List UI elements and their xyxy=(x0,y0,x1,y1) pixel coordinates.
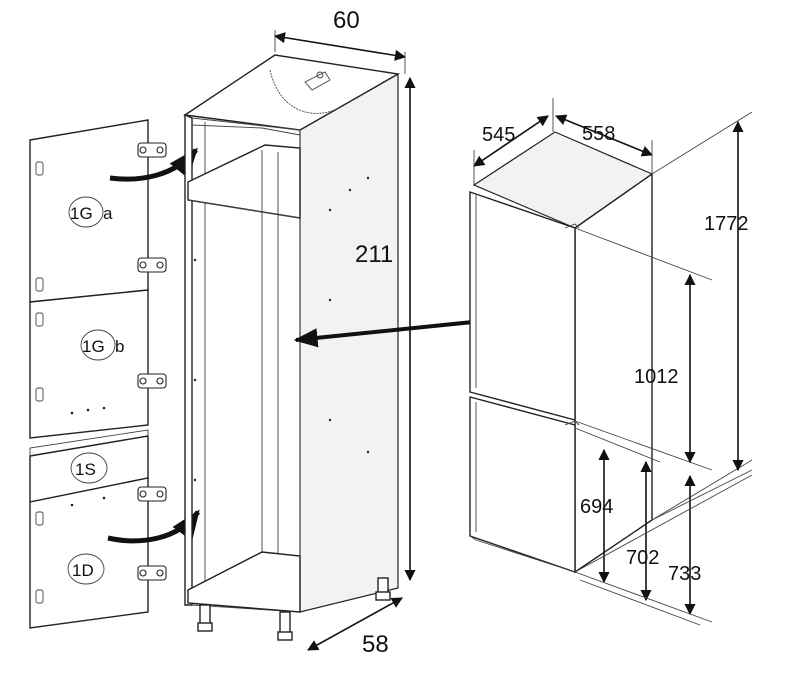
fridge-depth-dimension xyxy=(473,115,549,167)
fridge-total-height-label: 1772 xyxy=(704,213,749,235)
door-upper-bottom-label: 1G xyxy=(82,337,105,356)
door-strip-marker xyxy=(70,452,108,484)
cabinet-width-dimension xyxy=(273,32,407,61)
door-upper-top-marker xyxy=(68,196,104,228)
fridge-lower-a-label: 694 xyxy=(580,496,613,518)
cabinet-depth-label: 58 xyxy=(362,631,389,658)
fridge-width-label: 558 xyxy=(582,123,615,145)
hinge-icon xyxy=(137,565,167,581)
fridge-depth-label: 545 xyxy=(482,124,515,146)
door-upper-bottom xyxy=(29,289,149,439)
cabinet-height-label: 211 xyxy=(355,241,393,268)
fridge-lower-b-label: 702 xyxy=(626,547,659,569)
door-upper-bottom-suffix: b xyxy=(115,337,124,356)
fridge-dimensions: 545 558 1772 1012 694 702 733 xyxy=(473,98,753,626)
cabinet-width-label: 60 xyxy=(333,7,360,34)
cabinet-depth-dimension xyxy=(307,597,403,651)
fridge xyxy=(469,131,654,574)
fridge-lower-c-label: 733 xyxy=(668,563,701,585)
door-lower xyxy=(29,477,149,629)
door-lower-label: 1D xyxy=(72,561,94,580)
door-upper-top-label: 1G xyxy=(70,204,93,223)
door-panels: 1G a 1G b 1S 1D xyxy=(29,119,201,629)
fridge-width-dimension xyxy=(554,114,654,157)
hinge-icon xyxy=(137,257,167,273)
fridge-upper-height-label: 1012 xyxy=(634,366,679,388)
hinge-icon xyxy=(137,142,167,158)
hinge-icon xyxy=(137,486,167,502)
door-lower-marker xyxy=(67,553,105,585)
door-upper-top-suffix: a xyxy=(103,204,113,223)
hinge-icon xyxy=(137,373,167,389)
tall-cabinet xyxy=(183,54,401,641)
door-strip-label: 1S xyxy=(75,460,96,479)
door-upper-bottom-marker xyxy=(80,329,116,361)
